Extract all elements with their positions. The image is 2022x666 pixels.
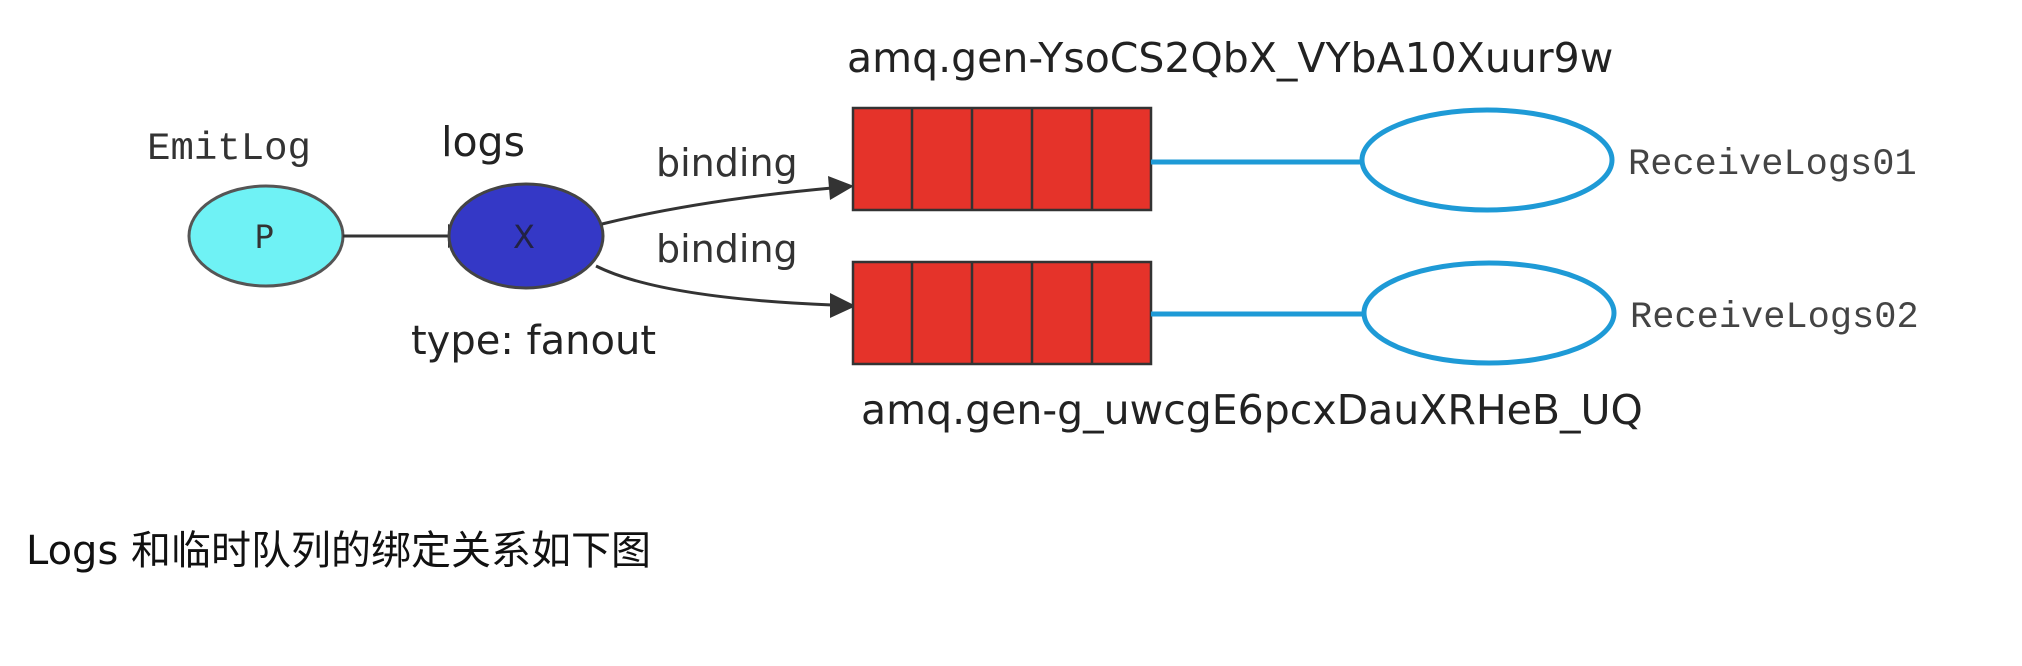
consumer-2-node: ReceiveLogs02	[1361, 260, 1919, 366]
binding-arrowhead-2	[830, 293, 856, 318]
consumer-1-node: ReceiveLogs01	[1359, 107, 1917, 213]
queue-1-name: amq.gen-YsoCS2QbX_VYbA10Xuur9w	[847, 34, 1613, 82]
producer-symbol: P	[254, 218, 273, 256]
exchange-symbol: X	[513, 218, 535, 256]
consumer-1-label: ReceiveLogs01	[1628, 144, 1917, 186]
queue-2-name: amq.gen-g_uwcgE6pcxDauXRHeB_UQ	[861, 386, 1643, 434]
binding-label-1: binding	[656, 141, 798, 185]
diagram-caption: Logs 和临时队列的绑定关系如下图	[26, 528, 651, 574]
binding-arrow-1	[601, 186, 833, 226]
queue-2: amq.gen-g_uwcgE6pcxDauXRHeB_UQ	[851, 260, 1643, 434]
queue-2-box	[851, 260, 1153, 366]
binding-arrow-2	[595, 264, 833, 307]
producer-label: EmitLog	[147, 127, 311, 171]
binding-arrowhead-1	[828, 176, 854, 200]
exchange-ellipse	[447, 182, 605, 290]
exchange-label: logs	[441, 118, 525, 166]
exchange-node: logs X type: fanout	[411, 118, 656, 364]
producer-node: EmitLog P	[147, 127, 345, 288]
consumer-1-ellipse	[1359, 107, 1615, 213]
queue-1: amq.gen-YsoCS2QbX_VYbA10Xuur9w	[847, 34, 1613, 212]
consumer-2-label: ReceiveLogs02	[1630, 297, 1919, 339]
exchange-type-label: type: fanout	[411, 318, 656, 364]
binding-label-2: binding	[656, 227, 798, 271]
consumer-2-ellipse	[1361, 260, 1617, 366]
queue-1-box	[851, 106, 1153, 212]
